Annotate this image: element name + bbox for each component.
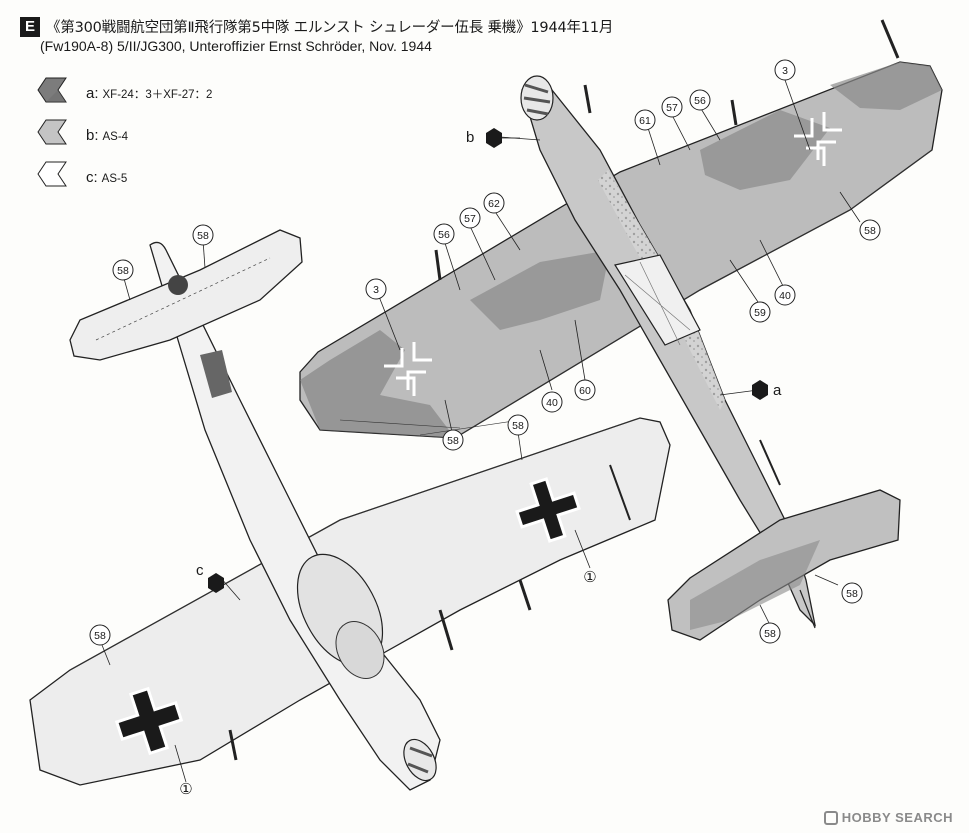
hobby-search-logo-icon [823, 811, 838, 825]
svg-text:40: 40 [546, 397, 558, 409]
callout-57-upper: 57 [661, 96, 683, 118]
legend-letter-c: c: [86, 169, 98, 186]
svg-text:c: c [196, 562, 204, 579]
svg-text:57: 57 [464, 213, 476, 225]
section-badge: E [20, 17, 40, 37]
callout-61: 61 [634, 109, 656, 131]
wing-cross-lower-right [515, 477, 581, 543]
svg-text:58: 58 [764, 628, 776, 640]
callouts: 3 61 57 56 58 62 57 56 3 58 40 60 59 40 … [89, 59, 881, 798]
callout-60: 60 [574, 379, 596, 401]
legend-code-a: XF-24：3＋XF-27：2 [102, 89, 213, 101]
callout-58-lower-tail-left: 58 [112, 259, 134, 281]
svg-text:58: 58 [846, 588, 858, 600]
wing-cross-upper-right [794, 112, 842, 166]
svg-text:58: 58 [94, 630, 106, 642]
upper-cockpit [614, 254, 701, 346]
callout-40-left: 40 [541, 391, 563, 413]
svg-text:58: 58 [447, 435, 459, 447]
fuselage-band [200, 350, 232, 398]
lower-view-aircraft [29, 229, 671, 791]
svg-text:b: b [466, 129, 474, 146]
legend-item-a: a:XF-24：3＋XF-27：2 [34, 76, 234, 112]
wing-dark-patch [700, 110, 830, 190]
svg-text:40: 40 [779, 290, 791, 302]
svg-text:56: 56 [694, 95, 706, 107]
callout-57-mid: 57 [459, 207, 481, 229]
svg-text:58: 58 [512, 420, 524, 432]
color-swatch-c-icon [37, 161, 67, 187]
paint-callout-a: a [752, 380, 782, 400]
svg-text:a: a [773, 382, 782, 399]
svg-text:57: 57 [666, 102, 678, 114]
title-japanese: 《第300戦闘航空団第Ⅱ飛行隊第5中隊 エルンスト シュレーダー伍長 乗機》19… [46, 20, 614, 36]
callout-59: 59 [749, 301, 771, 323]
paint-callout-b: b [466, 128, 520, 148]
svg-text:3: 3 [782, 65, 788, 77]
wing-dark-patch [830, 62, 942, 110]
callout-1-right: ① [583, 569, 596, 586]
legend-code-b: AS-4 [102, 131, 129, 143]
callout-58-upper-bottom: 58 [442, 429, 464, 451]
callout-58-upper-right: 58 [859, 219, 881, 241]
wing-dark-patch [300, 330, 455, 438]
legend-letter-a: a: [86, 85, 99, 102]
callout-62: 62 [483, 192, 505, 214]
svg-text:58: 58 [117, 265, 129, 277]
legend-letter-b: b: [86, 127, 99, 144]
callout-58-tail-bottom: 58 [759, 622, 781, 644]
callout-3-left: 3 [365, 278, 387, 300]
callout-1-left: ① [179, 781, 192, 798]
callout-58-lower-tail-top: 58 [192, 224, 214, 246]
callout-40-right: 40 [774, 284, 796, 306]
svg-text:58: 58 [864, 225, 876, 237]
svg-text:①: ① [179, 781, 192, 798]
svg-text:60: 60 [579, 385, 591, 397]
svg-text:56: 56 [438, 229, 450, 241]
callout-58-tail-right: 58 [841, 582, 863, 604]
upper-view-aircraft [299, 19, 943, 641]
wing-cross-lower-left [114, 686, 184, 756]
watermark: HOBBY SEARCH [823, 810, 953, 825]
legend-code-c: AS-5 [101, 173, 128, 185]
svg-text:58: 58 [197, 230, 209, 242]
legend-item-b: b:AS-4 [34, 118, 234, 154]
callout-3-upper-right: 3 [774, 59, 796, 81]
legend-item-c: c:AS-5 [34, 160, 234, 196]
callout-58-lower-wing-top: 58 [507, 414, 529, 436]
svg-text:①: ① [583, 569, 596, 586]
color-swatch-b-icon [37, 119, 67, 145]
lower-tailplane [69, 229, 303, 361]
callout-56-mid: 56 [433, 223, 455, 245]
callout-56-upper: 56 [689, 89, 711, 111]
paint-callout-c: c [196, 562, 224, 593]
color-swatch-a-icon [37, 77, 67, 103]
svg-text:61: 61 [639, 115, 651, 127]
wing-cross-upper-left [384, 342, 432, 396]
svg-text:3: 3 [373, 284, 379, 296]
title-english: (Fw190A-8) 5/II/JG300, Unterofﬁzier Erns… [40, 38, 432, 54]
svg-text:59: 59 [754, 307, 766, 319]
callout-58-lower-wing-left: 58 [89, 624, 111, 646]
wing-dark-patch [470, 250, 610, 330]
svg-text:62: 62 [488, 198, 500, 210]
